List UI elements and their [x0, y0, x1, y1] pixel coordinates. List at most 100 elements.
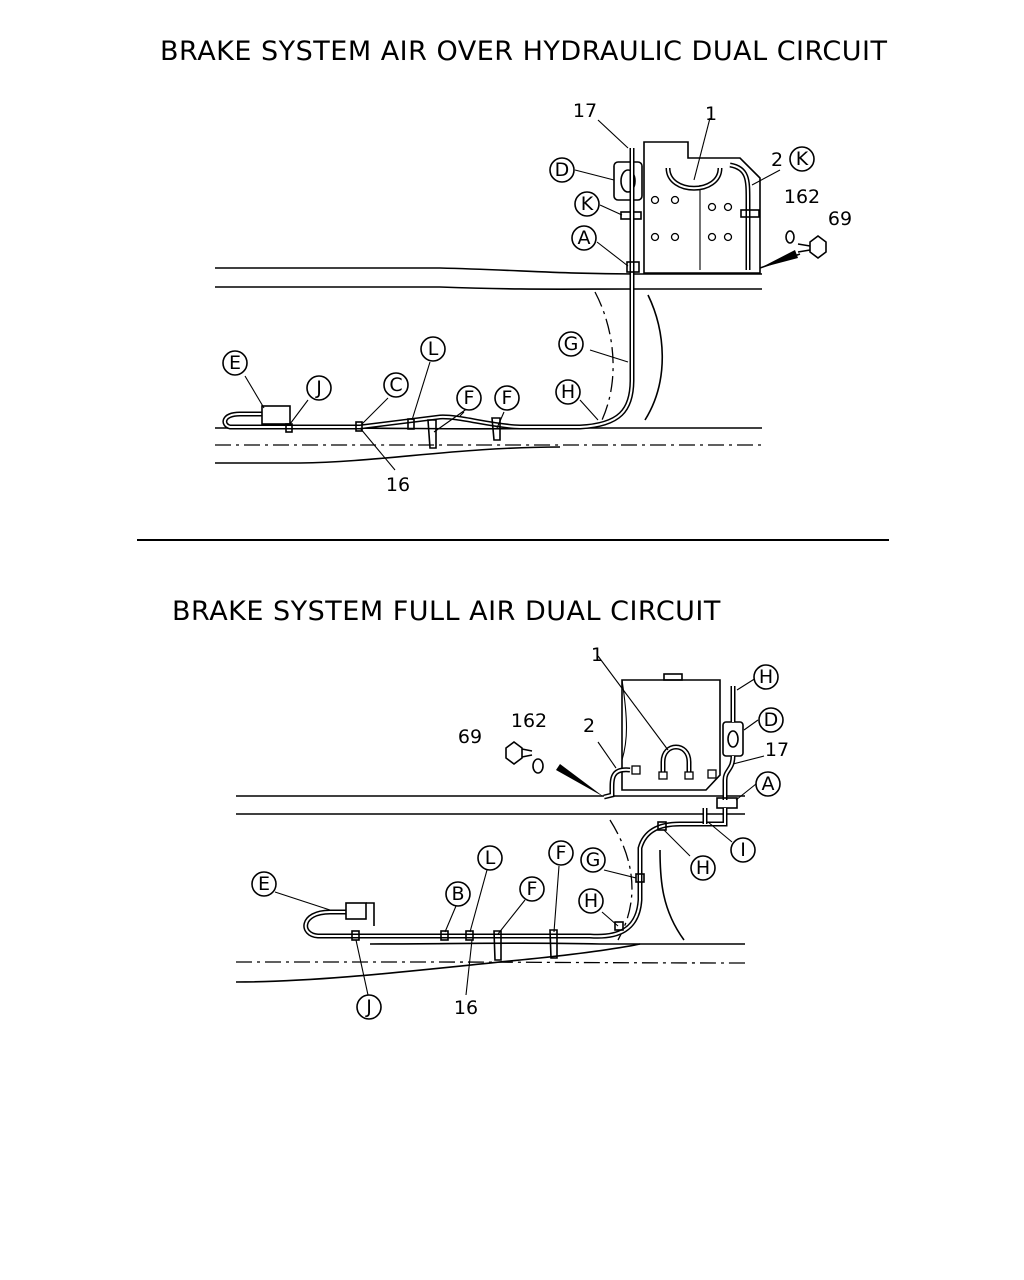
- top-callout-d: D: [555, 159, 570, 181]
- bottom-callout-h-mid-circle: [690, 855, 716, 881]
- top-leader-l: [411, 361, 431, 421]
- bottom-crossmember-hidden-left: [609, 819, 633, 941]
- bottom-callout-i-circle: [730, 837, 756, 863]
- bottom-callout-h-low-circle: [578, 888, 604, 914]
- top-callout-k-right-circle: [789, 146, 815, 172]
- top-crossmember-hidden: [594, 291, 614, 421]
- bottom-frame-hidden-line: [236, 961, 746, 964]
- top-callout-h: H: [561, 381, 575, 403]
- bottom-callout-i: I: [740, 839, 746, 861]
- top-clip-c: [355, 421, 363, 432]
- bottom-clip-j: [351, 930, 360, 941]
- bottom-leader-1: [597, 655, 669, 751]
- top-leader-1: [693, 117, 711, 181]
- top-bracket-hole: [723, 202, 733, 212]
- top-leader-g: [589, 349, 629, 363]
- top-frame-upper-flange: [215, 286, 762, 290]
- bottom-bolt-69-head: [505, 741, 523, 765]
- bottom-fitting: [707, 769, 717, 779]
- top-clip-k-right: [740, 209, 760, 218]
- top-callout-f2: F: [502, 387, 513, 409]
- top-washer-162: [785, 230, 795, 244]
- top-clip-a: [626, 261, 640, 273]
- bottom-bracket-tab: [663, 673, 683, 681]
- top-callout-j: J: [315, 377, 322, 399]
- bottom-callout-d: D: [764, 709, 779, 731]
- top-bolt-69-shank: [797, 243, 811, 253]
- top-leader-h: [579, 399, 599, 421]
- bottom-callout-g: G: [586, 849, 601, 871]
- bottom-pressure-switch-lens: [727, 730, 739, 748]
- top-bracket-hole: [670, 232, 680, 242]
- bottom-frame-bottom-flange: [235, 943, 641, 983]
- bottom-callout-e: E: [258, 873, 270, 895]
- bottom-leader-e: [274, 891, 331, 911]
- top-callout-a: A: [578, 227, 591, 249]
- bottom-callout-f1: F: [527, 878, 538, 900]
- top-part-2: 2: [771, 149, 783, 171]
- bottom-loop-fitting: [658, 771, 668, 780]
- bottom-callout-h-low: H: [584, 890, 598, 912]
- bottom-diagram: H D A I H G H E J B L F F 1 2 17 162 69 …: [235, 644, 789, 1020]
- bottom-clip-l: [465, 930, 474, 941]
- top-bolt-69-head: [809, 235, 827, 259]
- bottom-part-17: 17: [765, 739, 789, 761]
- top-callout-g: G: [564, 333, 579, 355]
- section-divider: [137, 539, 889, 541]
- top-callout-l-circle: [420, 336, 446, 362]
- top-callout-a-circle: [571, 225, 597, 251]
- top-clip-f2: [491, 417, 501, 441]
- bottom-bolt-arrow: [556, 764, 604, 797]
- bottom-callout-f1-circle: [519, 876, 545, 902]
- top-callout-d-circle: [549, 157, 575, 183]
- bottom-fitting: [631, 765, 641, 775]
- top-callout-c: C: [389, 374, 402, 396]
- bottom-loop-fitting: [684, 771, 694, 780]
- top-part-17: 17: [573, 100, 597, 122]
- bottom-callout-a: A: [762, 773, 775, 795]
- bottom-callout-a-circle: [755, 771, 781, 797]
- top-leader-f2: [496, 411, 505, 429]
- bottom-callout-h-top: H: [759, 666, 773, 688]
- top-callout-e-circle: [222, 350, 248, 376]
- bottom-leader-f1: [497, 899, 526, 935]
- top-bracket-hole: [707, 232, 717, 242]
- top-component-e: [261, 405, 291, 425]
- bottom-callout-e-circle: [251, 871, 277, 897]
- bottom-callout-f2: F: [556, 842, 567, 864]
- bottom-component-e-bracket: [366, 902, 375, 926]
- bottom-crossmember-curve: [659, 849, 685, 941]
- top-bolt-arrow: [760, 250, 798, 268]
- top-leader-f1: [433, 407, 469, 433]
- top-pressure-switch-lens: [620, 169, 636, 193]
- bottom-part-1: 1: [591, 644, 603, 666]
- bottom-callout-h-top-circle: [753, 664, 779, 690]
- top-bracket-hole: [707, 202, 717, 212]
- top-bracket-hole: [670, 195, 680, 205]
- top-callout-f1-circle: [456, 385, 482, 411]
- bottom-leader-16: [465, 939, 473, 996]
- bottom-callout-d-circle: [758, 707, 784, 733]
- top-callout-e: E: [229, 352, 241, 374]
- bottom-clip-f1: [493, 930, 502, 961]
- top-leader-k-left: [599, 204, 623, 216]
- bottom-part-2: 2: [583, 715, 595, 737]
- top-leader-a: [596, 241, 629, 267]
- bottom-clip-b: [440, 930, 449, 941]
- top-bracket-hole: [650, 232, 660, 242]
- bottom-callout-b-circle: [445, 881, 471, 907]
- top-callout-l: L: [428, 338, 439, 360]
- top-part-69: 69: [828, 208, 852, 230]
- top-frame-bottom-flange: [215, 446, 561, 464]
- bottom-bracket-edge: [621, 679, 628, 761]
- top-bracket-hole: [723, 232, 733, 242]
- top-callout-k-left-circle: [574, 191, 600, 217]
- bottom-component-e: [345, 902, 367, 920]
- top-callout-k-left: K: [581, 193, 594, 215]
- top-callout-c-circle: [383, 372, 409, 398]
- title-full-air: BRAKE SYSTEM FULL AIR DUAL CIRCUIT: [172, 596, 721, 627]
- top-callout-g-circle: [558, 331, 584, 357]
- top-callout-h-circle: [555, 379, 581, 405]
- top-mounting-bracket: [643, 141, 761, 274]
